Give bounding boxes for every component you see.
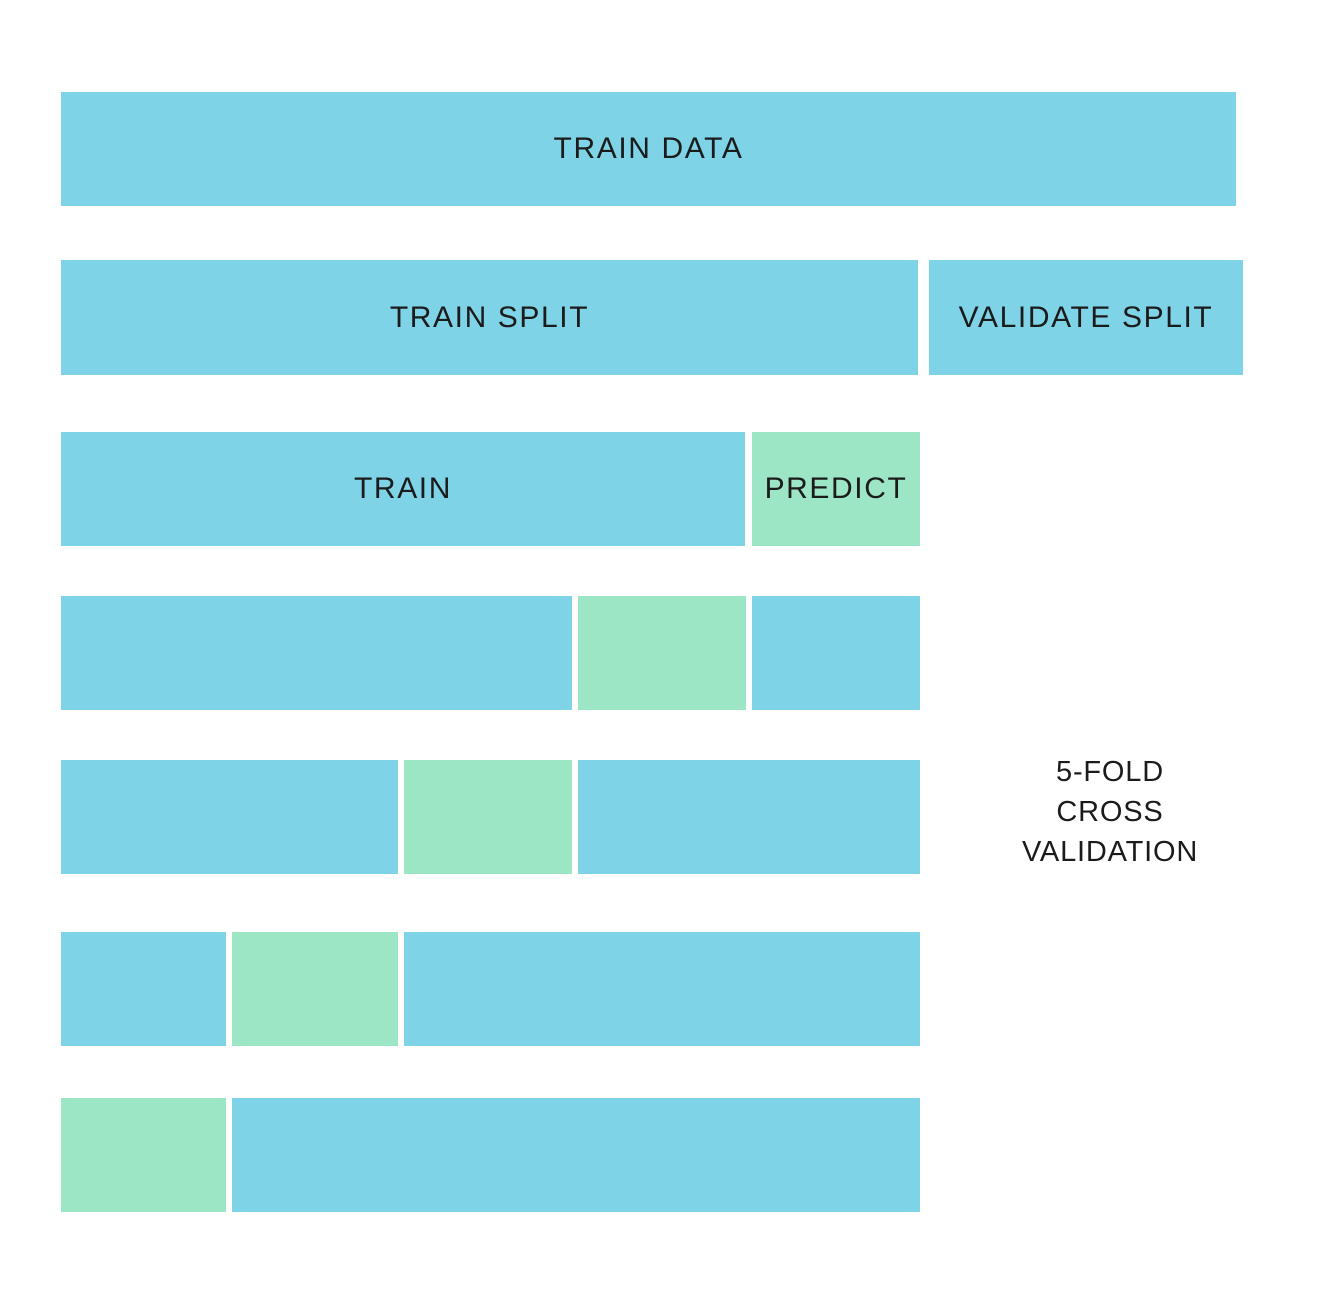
split-row-segment-train: TRAIN SPLIT (61, 260, 918, 375)
fold-5-row-segment-train (232, 1098, 920, 1212)
train-data-row-label: TRAIN DATA (553, 132, 744, 165)
fold-2-row-segment-train (752, 596, 920, 710)
split-row-label: TRAIN SPLIT (389, 300, 590, 334)
fold-5-row-segment-predict (61, 1098, 226, 1212)
fold-4-row-segment-train (61, 932, 226, 1046)
fold-1-row-segment-predict: PREDICT (752, 432, 920, 546)
cross-validation-note: 5-FOLD CROSS VALIDATION (1021, 756, 1199, 869)
fold-4-row-segment-train (404, 932, 920, 1046)
fold-3-row-segment-train (578, 760, 920, 874)
train-data-row-segment-train: TRAIN DATA (61, 92, 1236, 206)
split-row-label: VALIDATE SPLIT (958, 300, 1214, 334)
fold-1-row-label: PREDICT (764, 472, 908, 505)
fold-4-row-segment-predict (232, 932, 398, 1046)
fold-1-row-segment-train: TRAIN (61, 432, 745, 546)
fold-1-row-label: TRAIN (354, 472, 452, 505)
fold-3-row-segment-predict (404, 760, 572, 874)
fold-3-row-segment-train (61, 760, 398, 874)
fold-2-row-segment-train (61, 596, 572, 710)
fold-2-row-segment-predict (578, 596, 746, 710)
split-row-segment-validate: VALIDATE SPLIT (929, 260, 1243, 375)
